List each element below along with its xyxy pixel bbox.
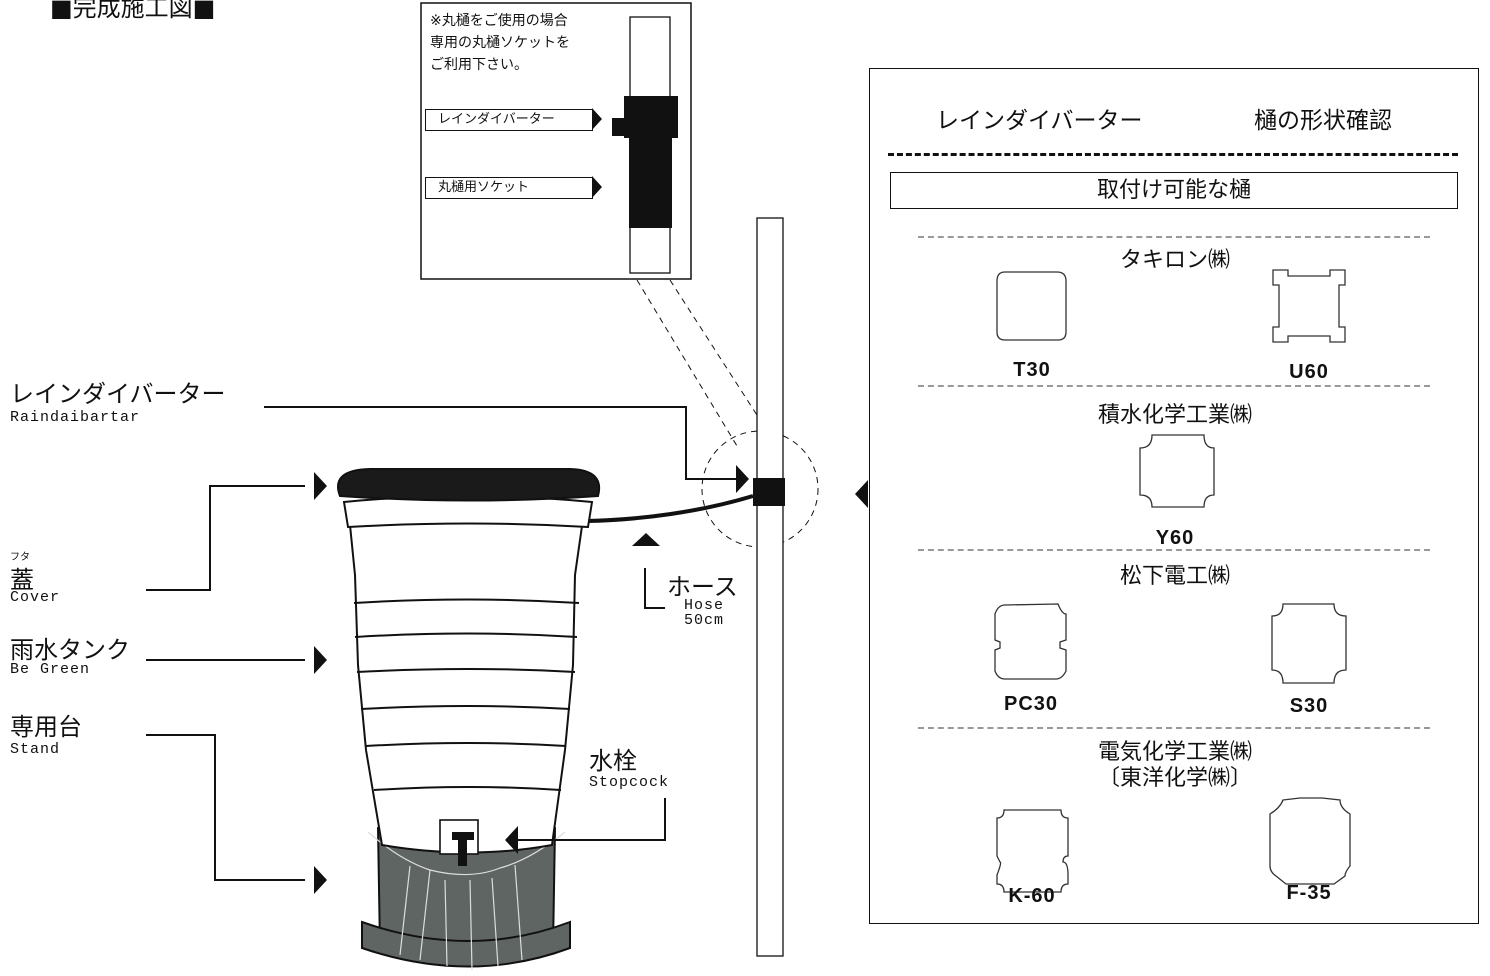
zoom-line-right: [669, 279, 774, 441]
maker-name-sekisui: 積水化学工業㈱: [1097, 403, 1252, 428]
downpipe: [756, 217, 784, 957]
stand-arrow: [314, 866, 327, 894]
stopcock-callout-ja: 水栓: [589, 747, 637, 775]
diverter-arrow: [736, 465, 749, 493]
tank-callout-en: Be Green: [10, 661, 91, 678]
inset-socket-arrow: [592, 176, 602, 198]
panel-arrow: [855, 480, 868, 508]
inset-diverter-arrow: [592, 108, 602, 130]
page-title: ■完成施工図■: [50, 0, 216, 22]
inset-diverter-label: レインダイバーター: [425, 109, 593, 131]
stopcock-arrow: [505, 826, 518, 854]
hose-callout-length: 50cm: [684, 612, 725, 629]
panel-subheading: 取付け可能な樋: [890, 172, 1458, 209]
hose-line: [585, 494, 754, 523]
stand-base: [361, 920, 571, 968]
maker-name-takiron: タキロン㈱: [1119, 248, 1230, 273]
model-T30: T30: [1013, 359, 1051, 381]
cover-callout-ja: 蓋: [10, 566, 34, 594]
model-PC30: PC30: [1003, 693, 1059, 715]
panel-heading-right: 樋の形状確認: [1254, 108, 1392, 134]
stopcock-spout: [458, 838, 467, 866]
maker-divider-4: [918, 727, 1430, 729]
cover-callout-en: Cover: [10, 589, 61, 606]
model-S30: S30: [1289, 695, 1329, 717]
inset-diverter-nozzle: [612, 118, 626, 136]
model-F35: F-35: [1286, 882, 1332, 904]
maker-divider-1: [918, 236, 1430, 238]
diverter-callout-ja: レインダイバーター: [10, 380, 226, 408]
inset-note-line-2: 専用の丸樋ソケットを: [430, 35, 570, 51]
tank-arrow: [314, 646, 327, 674]
model-Y60: Y60: [1155, 527, 1195, 549]
inset-note-line-3: ご利用下さい。: [430, 57, 528, 73]
diverter-callout-en: Raindaibartar: [10, 409, 141, 426]
stopcock-handle: [452, 832, 474, 840]
hose-arrow: [632, 533, 660, 546]
hose-callout-ja: ホース: [667, 573, 738, 601]
model-U60: U60: [1289, 361, 1329, 383]
stand-lines: [367, 831, 566, 971]
tank-rings: [353, 598, 580, 791]
inset-diverter: [624, 96, 678, 138]
maker-name-toyo: 〔東洋化学㈱〕: [1097, 766, 1252, 791]
tank-body: [346, 504, 587, 854]
inset-socket: [629, 136, 672, 228]
stand-callout-en: Stand: [10, 741, 61, 758]
panel-heading-left: レインダイバーター: [936, 108, 1143, 134]
inset-note-line-1: ※丸樋をご使用の場合: [430, 13, 568, 29]
model-K60: K-60: [1008, 885, 1056, 907]
stopcock-callout-en: Stopcock: [589, 774, 670, 791]
maker-divider-3: [918, 549, 1430, 551]
tank-cover: [337, 468, 601, 502]
tank-callout-ja: 雨水タンク: [10, 636, 130, 664]
panel-heading-divider: [888, 153, 1458, 156]
hose-callout-en: Hose: [684, 597, 725, 614]
inset-socket-label: 丸樋用ソケット: [425, 177, 593, 199]
leader-lines: [146, 406, 736, 881]
maker-divider-2: [918, 385, 1430, 387]
cover-arrow: [314, 472, 327, 500]
diverter-unit: [753, 478, 785, 506]
maker-name-matsushita: 松下電工㈱: [1119, 564, 1230, 589]
stand-callout-ja: 専用台: [10, 713, 82, 741]
cover-ruby: フタ: [10, 552, 30, 563]
inset-note: ※丸樋をご使用の場合 専用の丸樋ソケットを ご利用下さい。: [430, 10, 570, 76]
maker-name-denka: 電気化学工業㈱: [1097, 740, 1252, 765]
